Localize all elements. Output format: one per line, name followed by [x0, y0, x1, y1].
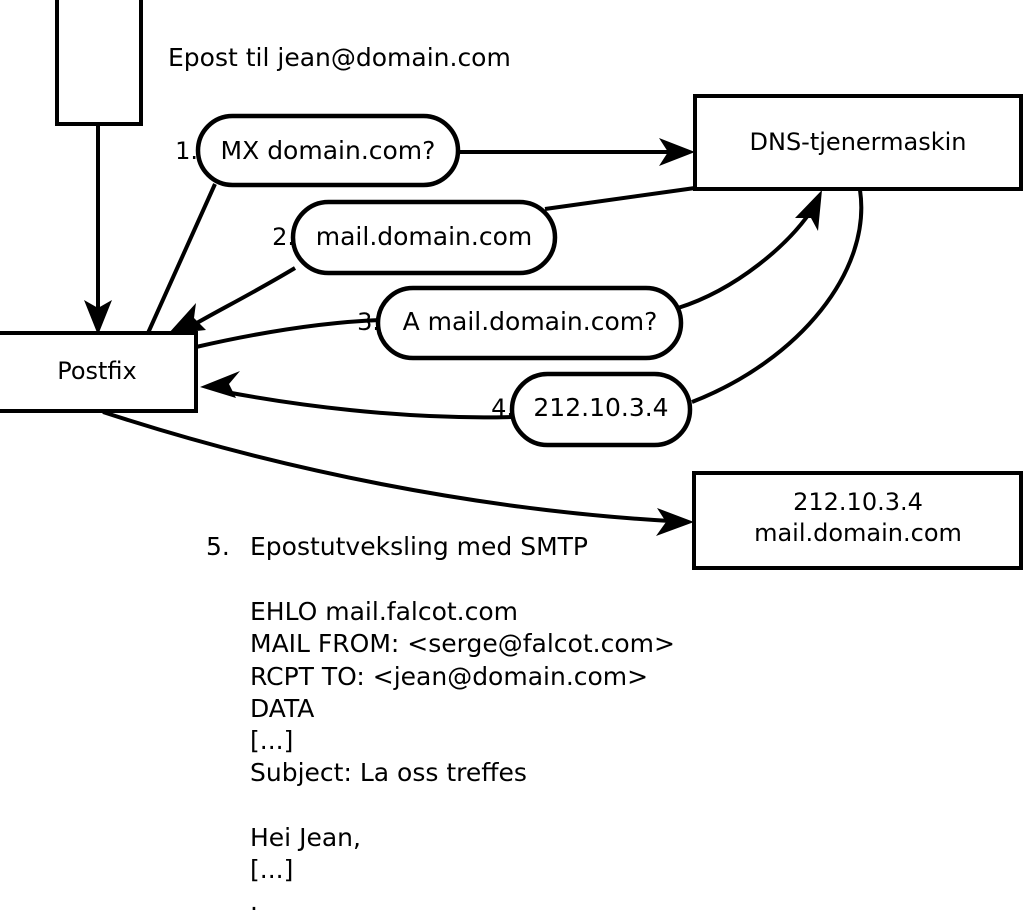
arrow-head-icon: [168, 303, 206, 334]
smtp-line: Hei Jean,: [250, 823, 361, 852]
smtp-line: .: [250, 887, 258, 916]
step-1-label: MX domain.com?: [221, 136, 436, 165]
step-5-label: Epostutveksling med SMTP: [250, 532, 588, 561]
step-2-label: mail.domain.com: [316, 222, 532, 251]
step-2-number: 2.: [272, 223, 295, 251]
node-postfix-label: Postfix: [57, 357, 137, 385]
smtp-line: DATA: [250, 694, 314, 723]
step-2-pill[interactable]: [290, 199, 558, 276]
edge-client-to-postfix: [84, 126, 112, 335]
node-mail-server[interactable]: 212.10.3.4 mail.domain.com: [692, 471, 1023, 570]
arrow-head-icon: [200, 371, 240, 398]
edge-dns-to-step4: [691, 189, 864, 404]
step-2[interactable]: 2. mail.domain.com: [272, 199, 558, 276]
diagram-caption: Epost til jean@domain.com: [168, 43, 511, 72]
node-postfix[interactable]: Postfix: [0, 331, 198, 413]
edge-step1-to-dns: [458, 138, 695, 166]
step-5-number: 5.: [206, 532, 230, 561]
smtp-line: [...]: [250, 726, 293, 755]
step-3-label: A mail.domain.com?: [403, 307, 658, 336]
arrow-head-icon: [656, 508, 694, 536]
node-client-machine[interactable]: [55, 0, 143, 126]
step-1-pill[interactable]: [195, 113, 461, 188]
smtp-line: MAIL FROM: <serge@falcot.com>: [250, 629, 675, 658]
edge-step3-to-dns: [677, 190, 822, 310]
arrow-head-icon: [84, 300, 112, 335]
edge-step4-to-postfix: [200, 371, 513, 420]
step-4[interactable]: 4. 212.10.3.4: [491, 371, 693, 448]
smtp-line: [...]: [250, 855, 293, 884]
step-4-number: 4.: [491, 394, 514, 422]
arrow-head-icon: [659, 138, 695, 166]
smtp-line: EHLO mail.falcot.com: [250, 597, 518, 626]
node-mail-server-hostname: mail.domain.com: [754, 519, 962, 547]
edge-step2-to-postfix: [168, 266, 297, 334]
edge-postfix-to-step1: [146, 183, 217, 334]
smtp-line: RCPT TO: <jean@domain.com>: [250, 662, 648, 691]
arrow-head-icon: [795, 190, 822, 231]
node-dns-server[interactable]: DNS-tjenermaskin: [693, 94, 1023, 191]
step-3-pill[interactable]: [375, 285, 684, 361]
step-4-label: 212.10.3.4: [533, 393, 668, 422]
smtp-line: Subject: La oss treffes: [250, 758, 527, 787]
node-dns-label: DNS-tjenermaskin: [750, 128, 967, 156]
step-3[interactable]: 3. A mail.domain.com?: [357, 285, 684, 361]
edge-postfix-to-step3: [195, 318, 381, 349]
node-mail-server-ip: 212.10.3.4: [793, 488, 923, 516]
edge-postfix-to-mailserver: [102, 410, 694, 536]
step-1[interactable]: 1. MX domain.com?: [175, 113, 461, 188]
edge-dns-to-step2: [544, 186, 696, 211]
step-4-pill[interactable]: [509, 371, 693, 448]
step-3-number: 3.: [357, 308, 380, 336]
step-1-number: 1.: [175, 137, 198, 165]
